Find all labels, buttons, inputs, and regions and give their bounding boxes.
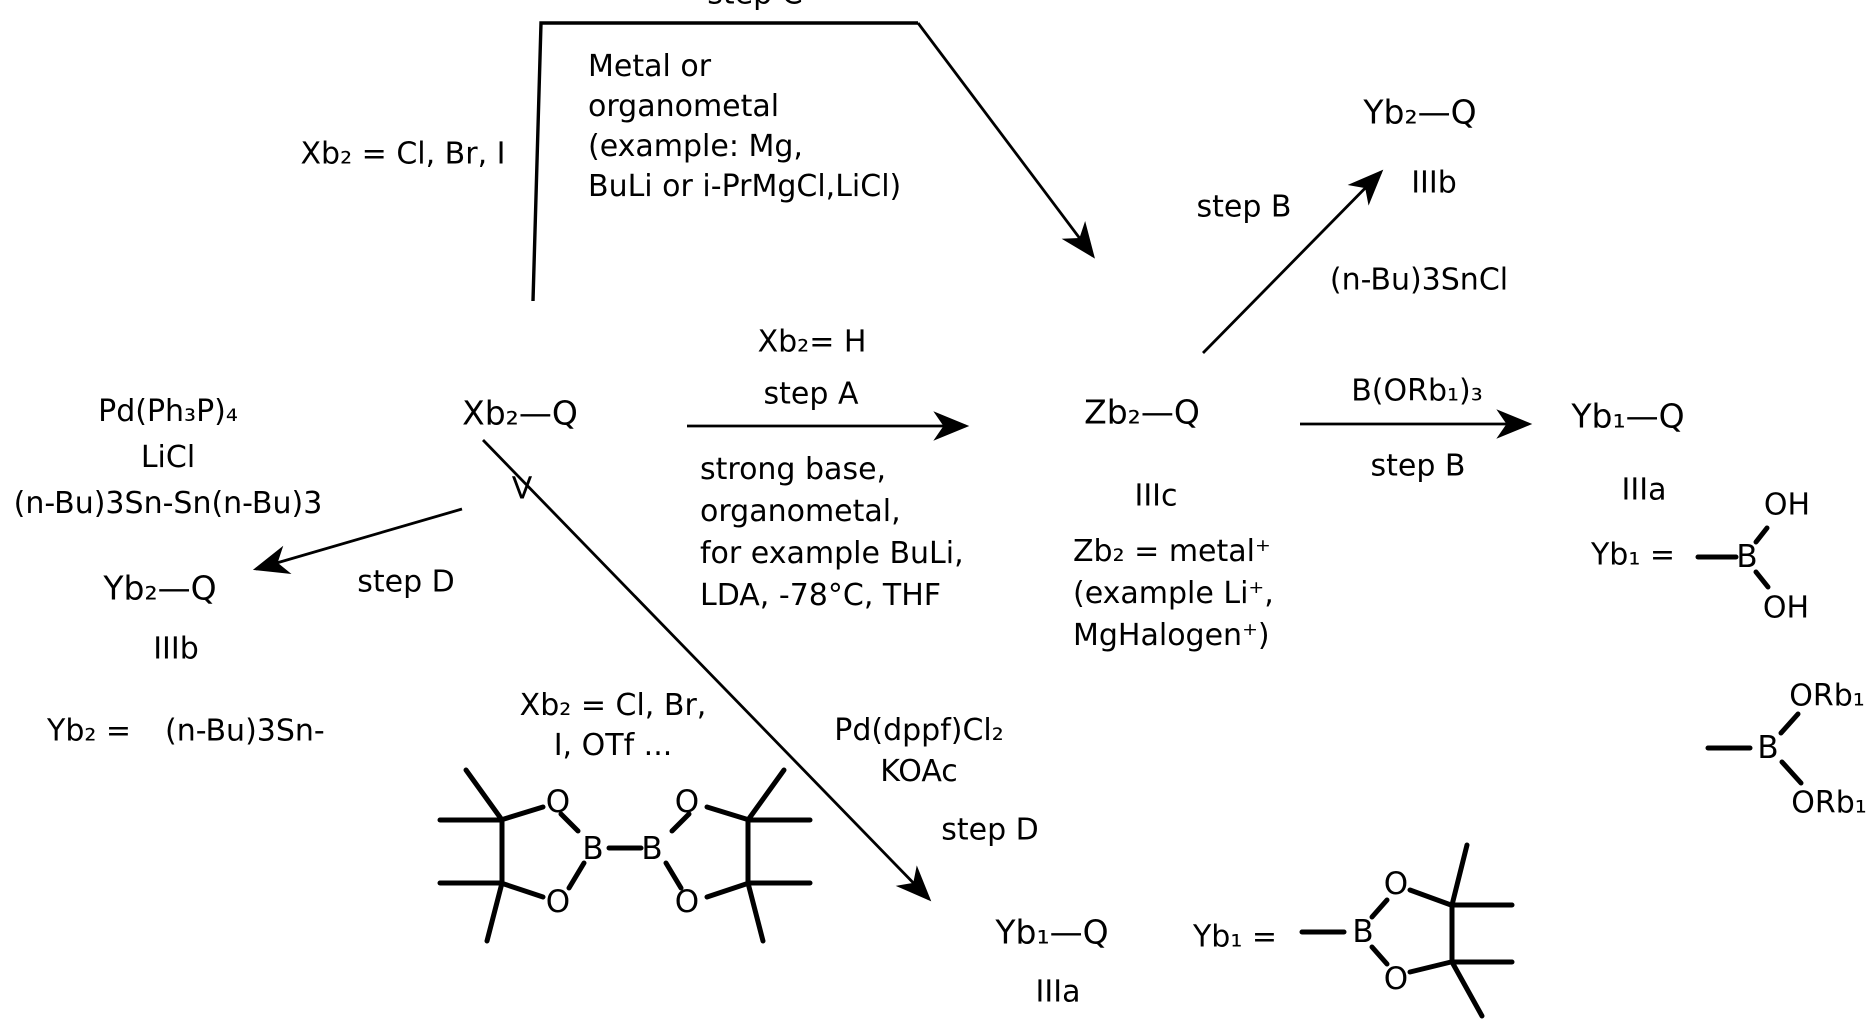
step-c-reagents: Metal or organometal (example: Mg, BuLi … [588, 47, 901, 207]
reagent-line: LDA, -78°C, THF [700, 575, 964, 617]
step-c-label: step C [707, 0, 802, 12]
boron-atom: B [1352, 914, 1373, 950]
reagent-line: Metal or [588, 47, 901, 87]
oxygen-atom: O [675, 884, 699, 920]
compound-iiia-bottom-id: IIIa [1036, 975, 1081, 1010]
oxygen-atom: O [546, 884, 570, 920]
boron-atom: B [1757, 730, 1778, 766]
yb1-pinacol-definition-label: Yb₁ = [1193, 920, 1277, 955]
yb2-definition-value: (n-Bu)3Sn- [165, 714, 325, 749]
boronate-ester-structure: B [1708, 714, 1801, 783]
step-a-reagents: strong base, organometal, for example Bu… [700, 449, 964, 617]
compound-iiia-bottom-formula: Yb₁—Q [995, 913, 1108, 952]
note-line: (example Li⁺, [1073, 573, 1274, 615]
note-line: Zb₂ = metal⁺ [1073, 531, 1274, 573]
diboron-structure: B B O O O O [440, 770, 810, 941]
step-c-x-condition: Xb₂ = Cl, Br, I [300, 137, 505, 172]
reagent-line: (example: Mg, [588, 127, 901, 167]
orb1-group-bottom: ORb₁ [1791, 786, 1867, 821]
compound-v-formula: Xb₂—Q [462, 394, 578, 433]
compound-iiib-left-id: IIIb [153, 632, 199, 667]
step-b-borylation-label: step B [1370, 449, 1465, 484]
step-d-stannylation-label: step D [357, 565, 455, 600]
reagent-line: BuLi or i-PrMgCl,LiCl) [588, 167, 901, 207]
reagent-line: Pd(Ph₃P)₄ [14, 389, 323, 435]
reagent-line: Pd(dppf)Cl₂ [834, 710, 1004, 751]
compound-iiic-id: IIIc [1134, 479, 1177, 514]
orb1-group-top: ORb₁ [1789, 679, 1865, 714]
note-line: MgHalogen⁺) [1073, 615, 1274, 657]
oxygen-atom: O [1384, 866, 1408, 902]
pinacol-boronate-structure: B O O [1302, 845, 1512, 1016]
step-a-x-condition: Xb₂= H [758, 325, 867, 360]
oxygen-atom: O [546, 784, 570, 820]
step-b-stannylation-reagent: (n-Bu)3SnCl [1330, 263, 1508, 298]
reagent-line: (n-Bu)3Sn-Sn(n-Bu)3 [14, 481, 323, 527]
oxygen-atom: O [1384, 961, 1408, 997]
compound-v-id: V [512, 472, 533, 507]
reagent-line: organometal [588, 87, 901, 127]
compound-iiib-top-formula: Yb₂—Q [1363, 93, 1476, 132]
step-b-borylation-reagent: B(ORb₁)₃ [1351, 374, 1483, 409]
reagent-line: for example BuLi, [700, 533, 964, 575]
compound-iiib-left-formula: Yb₂—Q [103, 569, 216, 608]
oxygen-atom: O [675, 784, 699, 820]
step-d-borylation-reagents: Pd(dppf)Cl₂ KOAc [834, 710, 1004, 792]
reagent-line: KOAc [834, 751, 1004, 792]
condition-line: I, OTf ... [520, 726, 707, 766]
reagent-line: organometal, [700, 491, 964, 533]
reagent-line: LiCl [14, 435, 323, 481]
step-d-stannylation-reagents: Pd(Ph₃P)₄ LiCl (n-Bu)3Sn-Sn(n-Bu)3 [14, 389, 323, 527]
yb1-acid-definition-label: Yb₁ = [1591, 538, 1675, 573]
boron-atom: B [641, 831, 662, 867]
oh-group-top: OH [1764, 488, 1810, 523]
compound-iiia-right-formula: Yb₁—Q [1571, 397, 1684, 436]
boron-atom: B [582, 831, 603, 867]
compound-iiic-formula: Zb₂—Q [1084, 393, 1200, 432]
boron-atom: B [1736, 539, 1757, 575]
step-d-borylation-label: step D [941, 813, 1039, 848]
compound-iiia-right-id: IIIa [1622, 473, 1667, 508]
step-b-stannylation-label: step B [1196, 190, 1291, 225]
oh-group-bottom: OH [1763, 591, 1809, 626]
condition-line: Xb₂ = Cl, Br, [520, 686, 707, 726]
step-a-label: step A [764, 377, 859, 412]
step-d-borylation-x-conditions: Xb₂ = Cl, Br, I, OTf ... [520, 686, 707, 766]
zb2-note: Zb₂ = metal⁺ (example Li⁺, MgHalogen⁺) [1073, 531, 1274, 657]
boronic-acid-structure: B [1698, 528, 1768, 587]
compound-iiib-top-id: IIIb [1411, 166, 1457, 201]
yb2-definition-label: Yb₂ = [47, 714, 131, 749]
reagent-line: strong base, [700, 449, 964, 491]
